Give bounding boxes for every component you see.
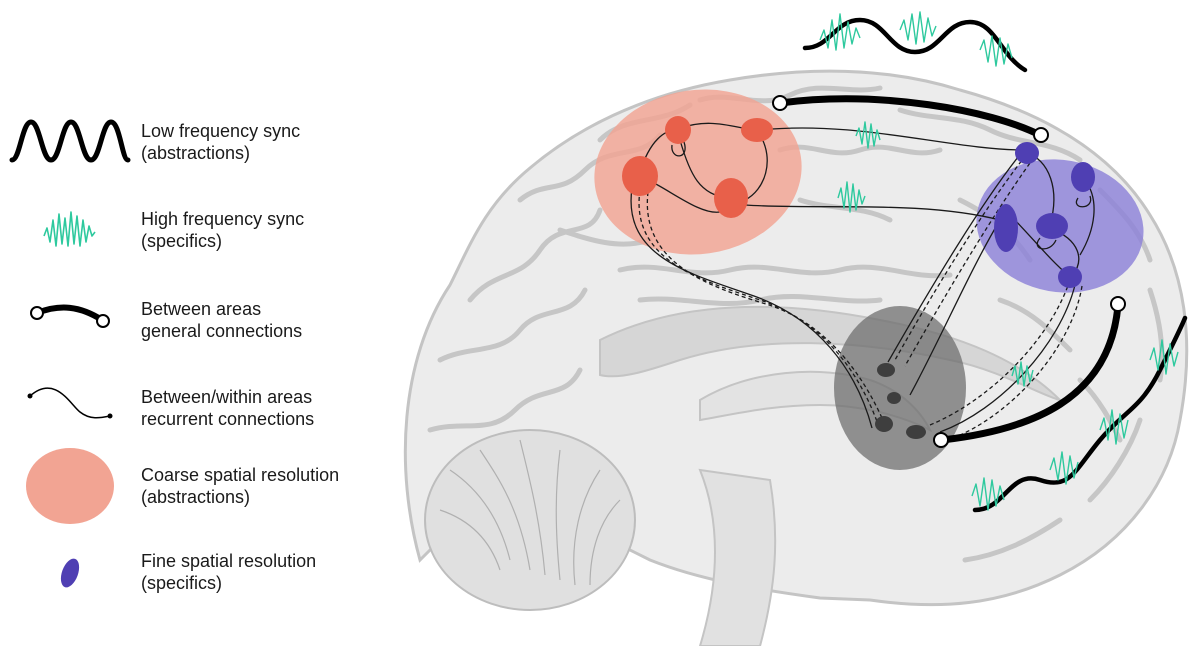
frontal-node [741, 118, 773, 142]
parietal-node [994, 204, 1018, 252]
frontal-node [665, 116, 691, 144]
frontal-node [714, 178, 748, 218]
thalamus-node [877, 363, 895, 377]
thalamus-node [906, 425, 926, 439]
parietal-node [1071, 162, 1095, 192]
frontal-node [622, 156, 658, 196]
parietal-node [1036, 213, 1068, 239]
cerebellum [425, 430, 635, 610]
thalamus-node [875, 416, 893, 432]
parietal-node [1015, 142, 1039, 164]
parietal-node [1058, 266, 1082, 288]
thalamus-node [887, 392, 901, 404]
